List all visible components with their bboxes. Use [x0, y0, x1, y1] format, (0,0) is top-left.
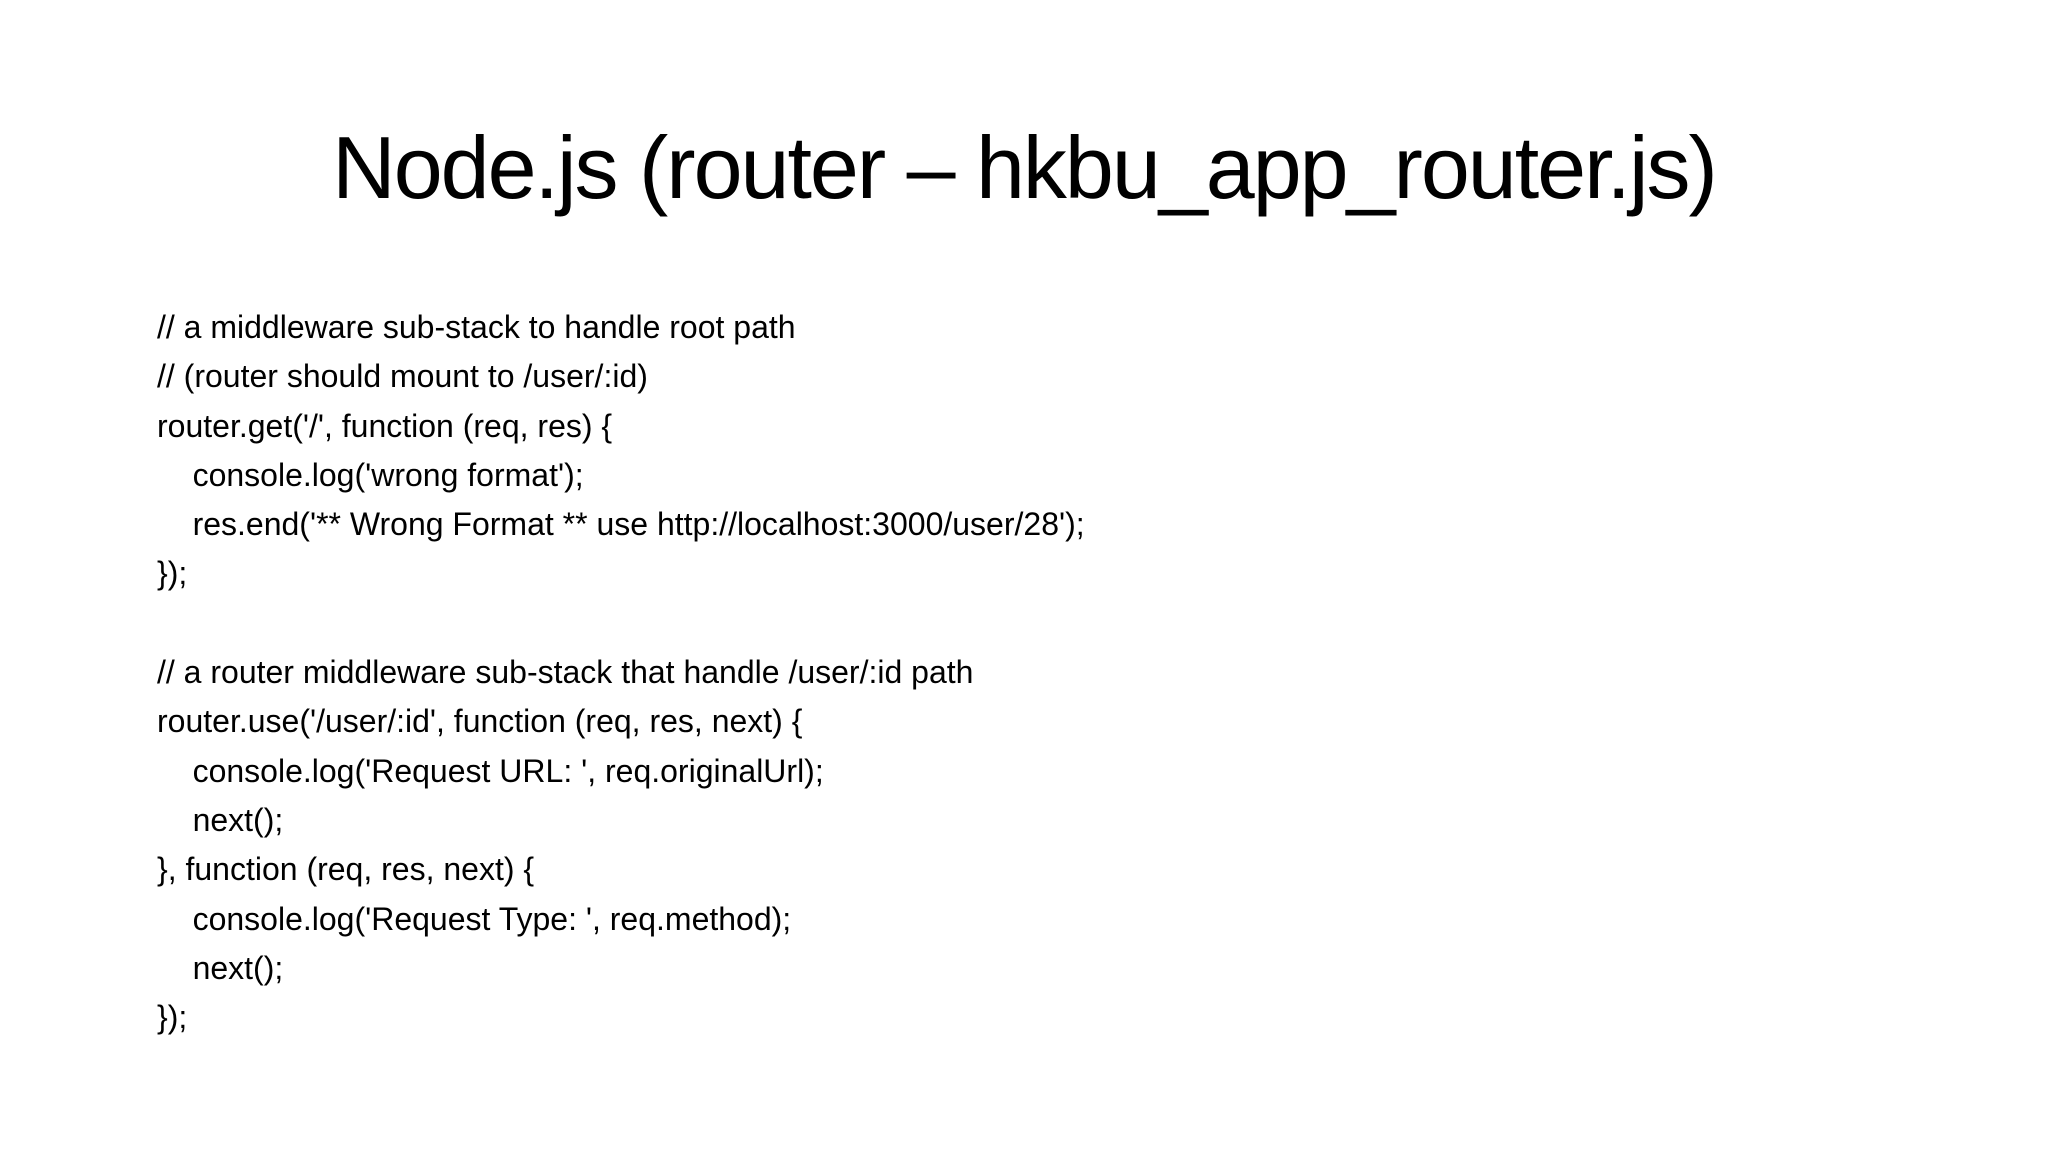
- code-line: // a router middleware sub-stack that ha…: [157, 654, 974, 691]
- code-block-user-id-path: // a router middleware sub-stack that ha…: [157, 648, 1085, 1042]
- code-block-root-path: // a middleware sub-stack to handle root…: [157, 303, 1085, 599]
- code-line: router.use('/user/:id', function (req, r…: [157, 703, 803, 740]
- code-area: // a middleware sub-stack to handle root…: [157, 303, 1085, 1042]
- code-line: router.get('/', function (req, res) {: [157, 407, 613, 444]
- code-line: });: [157, 999, 188, 1036]
- code-line: res.end('** Wrong Format ** use http://l…: [157, 506, 1085, 543]
- code-line: console.log('Request URL: ', req.origina…: [157, 752, 824, 789]
- code-line: console.log('wrong format');: [157, 456, 584, 493]
- slide-title: Node.js (router – hkbu_app_router.js): [332, 118, 1718, 217]
- code-line: next();: [157, 801, 284, 838]
- code-line: }, function (req, res, next) {: [157, 851, 535, 888]
- code-line: });: [157, 555, 188, 592]
- code-line: console.log('Request Type: ', req.method…: [157, 900, 792, 937]
- code-line: // a middleware sub-stack to handle root…: [157, 309, 796, 345]
- code-line: next();: [157, 949, 284, 986]
- code-line: // (router should mount to /user/:id): [157, 358, 648, 395]
